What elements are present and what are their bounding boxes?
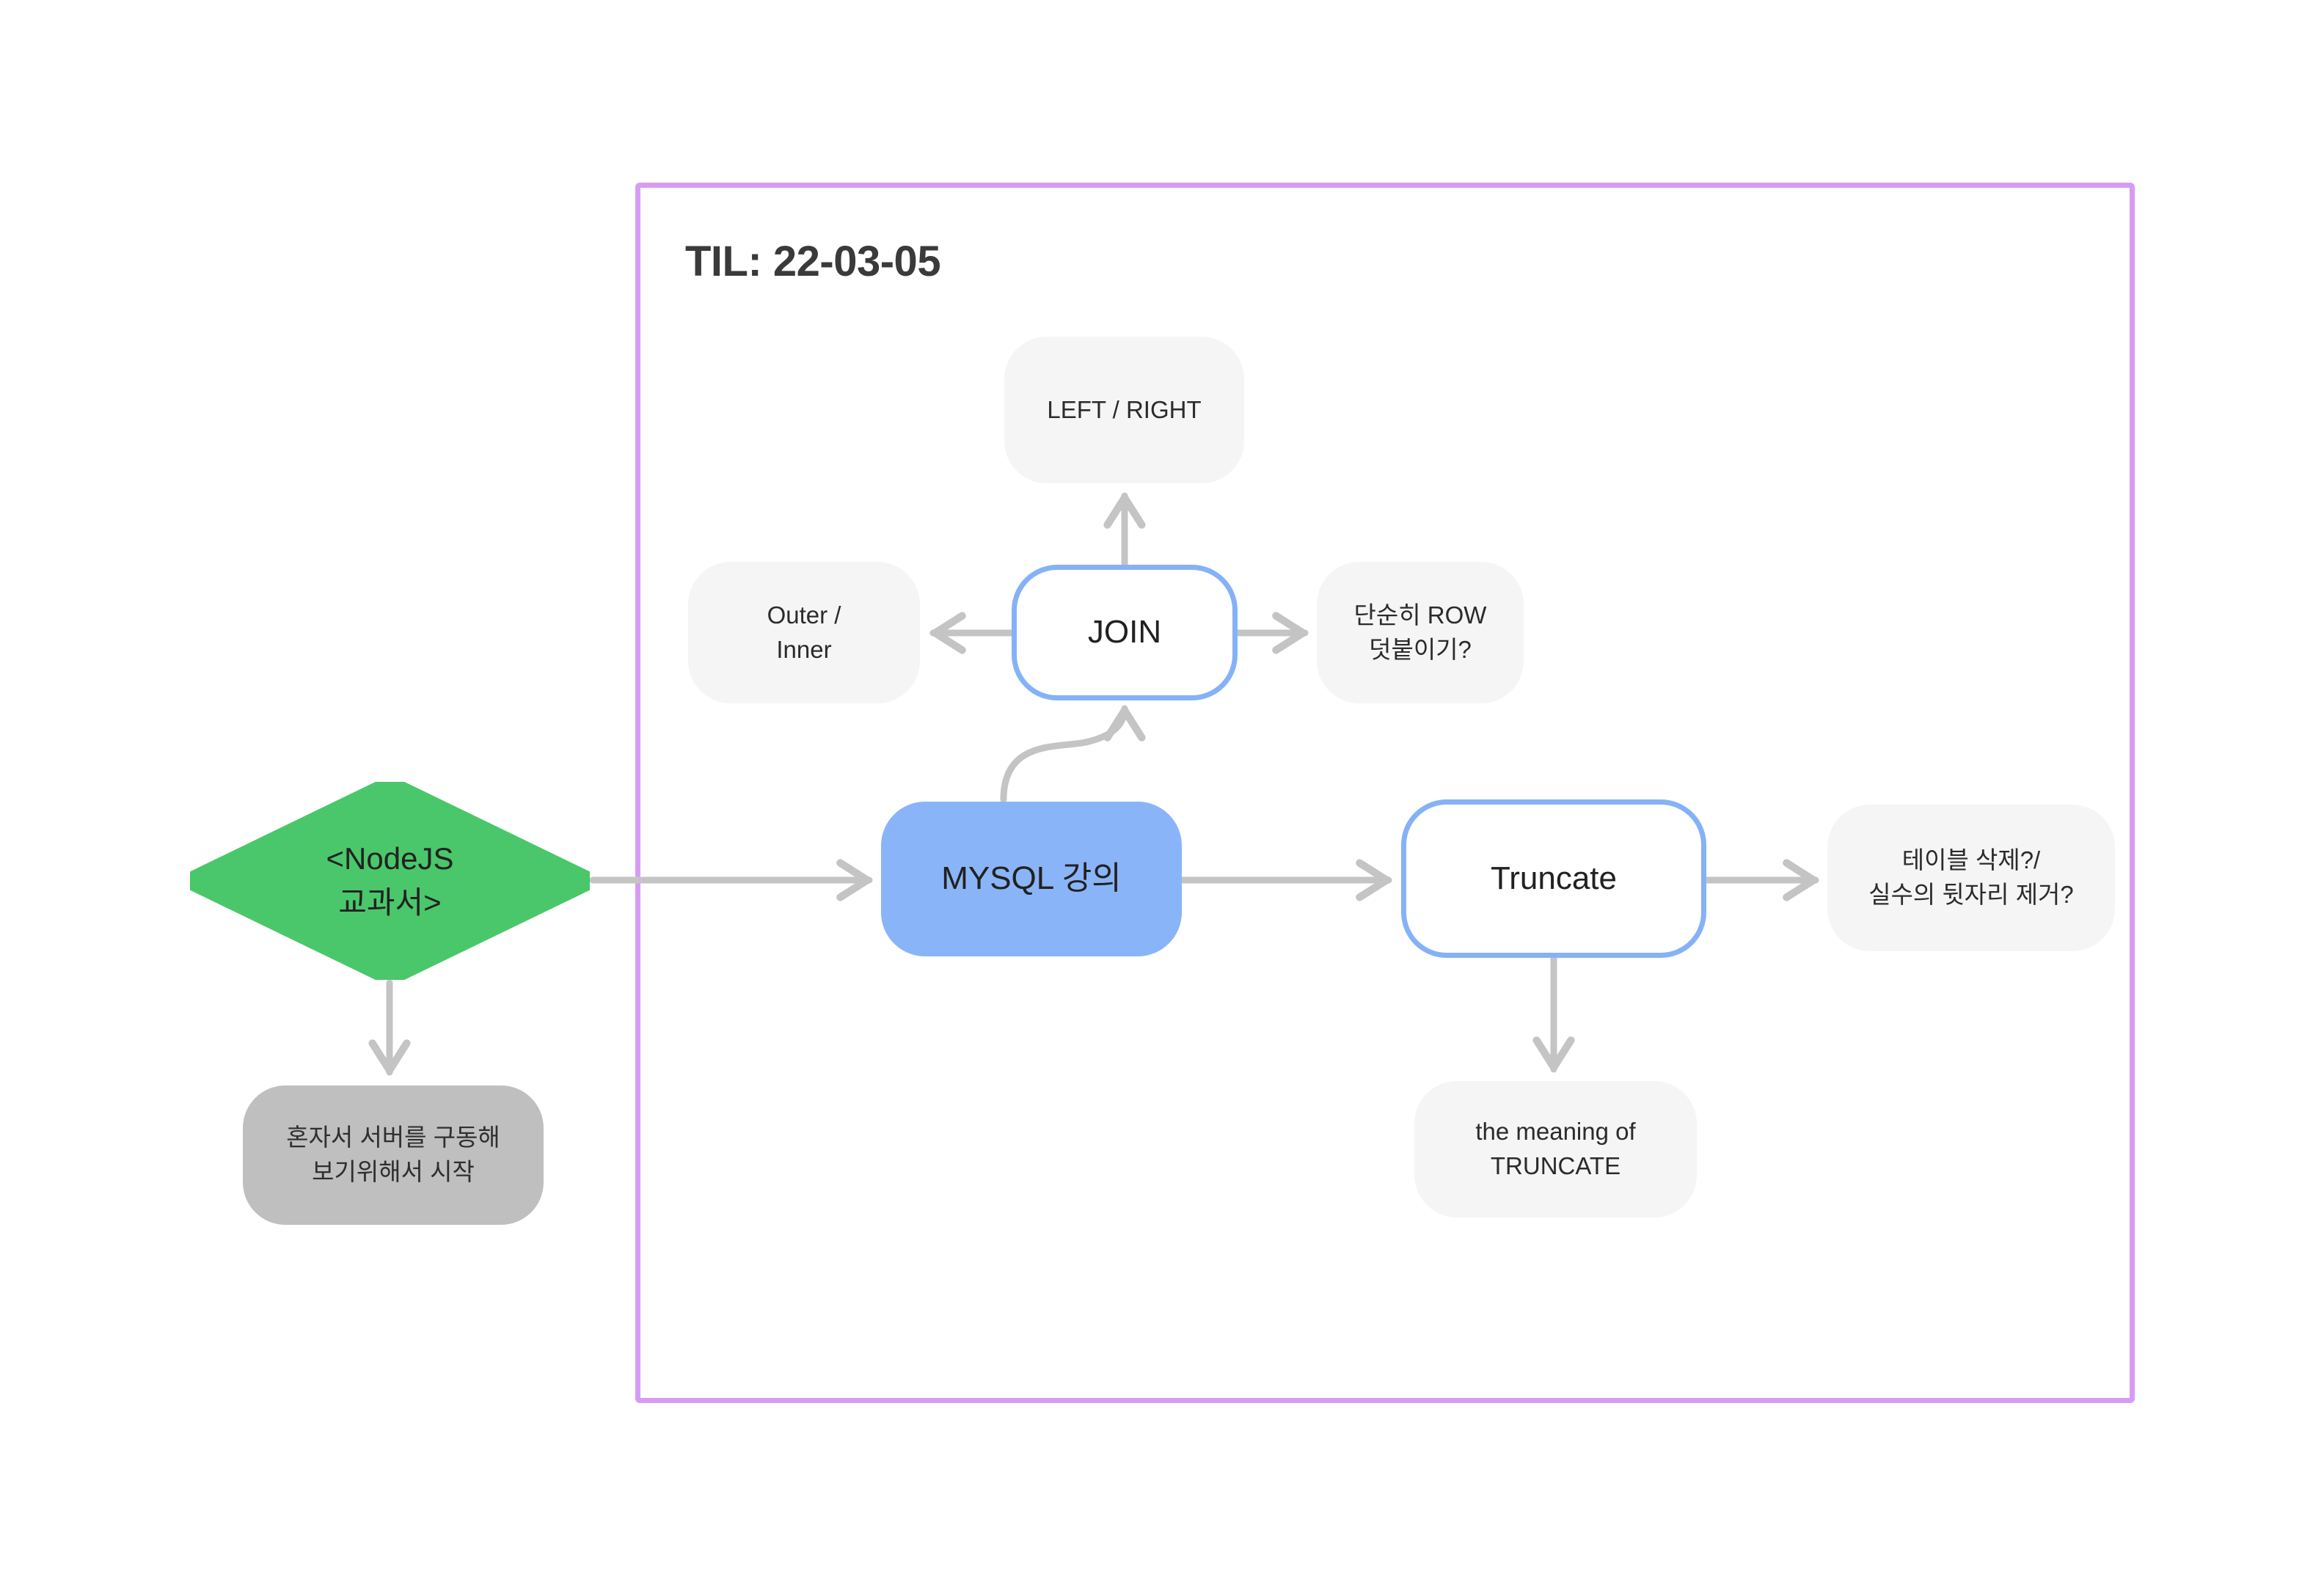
- node-simply-row-line1: 단순히 ROW: [1353, 601, 1487, 629]
- node-outer-inner-line1: Outer /: [767, 601, 841, 629]
- node-nodejs-textbook[interactable]: <NodeJS 교과서>: [190, 782, 590, 980]
- node-left-right[interactable]: LEFT / RIGHT: [1004, 337, 1244, 483]
- node-join[interactable]: JOIN: [1012, 565, 1238, 700]
- node-table-delete-line1: 테이블 삭제?/: [1901, 846, 2041, 874]
- node-start-reason[interactable]: 혼자서 서버를 구동해 보기위해서 시작: [243, 1085, 544, 1225]
- node-mysql-lecture-label: MYSQL 강의: [941, 860, 1122, 897]
- node-table-delete[interactable]: 테이블 삭제?/ 실수의 뒷자리 제거?: [1827, 805, 2115, 951]
- node-table-delete-line2: 실수의 뒷자리 제거?: [1868, 881, 2074, 908]
- node-mysql-lecture[interactable]: MYSQL 강의: [881, 802, 1182, 956]
- node-outer-inner-line2: Inner: [776, 635, 832, 663]
- node-truncate[interactable]: Truncate: [1401, 799, 1706, 958]
- node-truncate-label: Truncate: [1490, 860, 1617, 896]
- node-nodejs-textbook-line2: 교과서>: [338, 885, 442, 920]
- node-meaning-of-truncate-line1: the meaning of: [1475, 1118, 1636, 1146]
- page-title: TIL: 22-03-05: [685, 238, 941, 285]
- til-frame: [635, 183, 2135, 1403]
- node-nodejs-textbook-line1: <NodeJS: [326, 841, 454, 876]
- node-meaning-of-truncate[interactable]: the meaning of TRUNCATE: [1414, 1081, 1697, 1217]
- node-simply-row-line2: 덧붙이기?: [1369, 635, 1472, 663]
- node-simply-row[interactable]: 단순히 ROW 덧붙이기?: [1317, 562, 1524, 703]
- diamond-shape: [190, 782, 590, 980]
- node-start-reason-line1: 혼자서 서버를 구동해: [286, 1124, 500, 1151]
- node-left-right-label: LEFT / RIGHT: [1047, 395, 1202, 423]
- node-start-reason-line2: 보기위해서 시작: [312, 1158, 475, 1185]
- node-nodejs-textbook-label: <NodeJS 교과서>: [190, 782, 590, 980]
- node-join-label: JOIN: [1087, 614, 1162, 651]
- node-meaning-of-truncate-line2: TRUNCATE: [1490, 1152, 1621, 1179]
- node-outer-inner[interactable]: Outer / Inner: [688, 562, 920, 703]
